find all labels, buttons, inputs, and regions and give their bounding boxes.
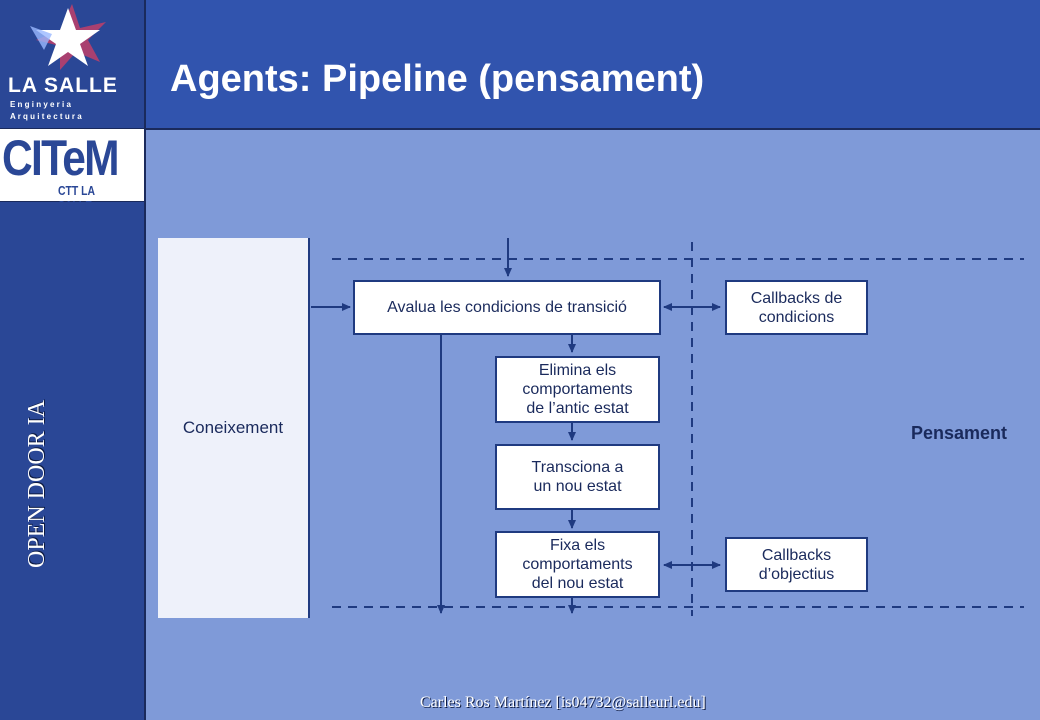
callback1-line1: Callbacks de [750,289,843,307]
remove-behaviours-box: Elimina els comportaments de l’antic est… [495,356,660,423]
step3-line2: un nou estat [533,478,622,495]
knowledge-box: Coneixement [158,238,310,618]
lasalle-name: LA SALLE [8,74,118,97]
objective-callbacks-box: Callbacks d’objectius [725,537,868,592]
footer-author: Carles Ros Martínez [is04732@salleurl.ed… [420,694,706,711]
set-behaviours-box: Fixa els comportaments del nou estat [495,531,660,598]
step4-line1: Fixa els [549,537,606,554]
region-label: Pensament [911,423,1008,443]
star-icon [30,4,106,70]
lasalle-logo: LA SALLE E n g i n y e r i a A r q u i t… [0,0,144,128]
citem-name: CITeM [2,130,120,186]
step1-line1: Avalua les condicions de transició [387,299,627,316]
step2-line1: Elimina els [538,362,617,379]
condition-callbacks-box: Callbacks de condicions [725,280,868,335]
header: Agents: Pipeline (pensament) [146,0,1040,130]
step4-line2: comportaments [522,556,633,573]
citem-subtitle: CTT LA SALLE [58,183,95,213]
step2-line2: comportaments [522,381,633,398]
step4-line3: del nou estat [531,575,624,592]
transition-state-box: Transciona a un nou estat [495,444,660,510]
step2-line3: de l’antic estat [526,400,629,417]
callback1-line2: condicions [758,308,835,326]
evaluate-transition-box: Avalua les condicions de transició [353,280,661,335]
callback2-line1: Callbacks [761,546,832,564]
callback2-line2: d’objectius [758,565,835,583]
step3-line1: Transciona a [531,459,624,476]
lasalle-line2: E n g i n y e r i a [10,100,71,109]
knowledge-label: Coneixement [182,418,284,437]
citem-logo: CITeM CTT LA SALLE [0,128,144,213]
page-title: Agents: Pipeline (pensament) [170,58,705,100]
lasalle-line3: A r q u i t e c t u r a [10,112,82,121]
